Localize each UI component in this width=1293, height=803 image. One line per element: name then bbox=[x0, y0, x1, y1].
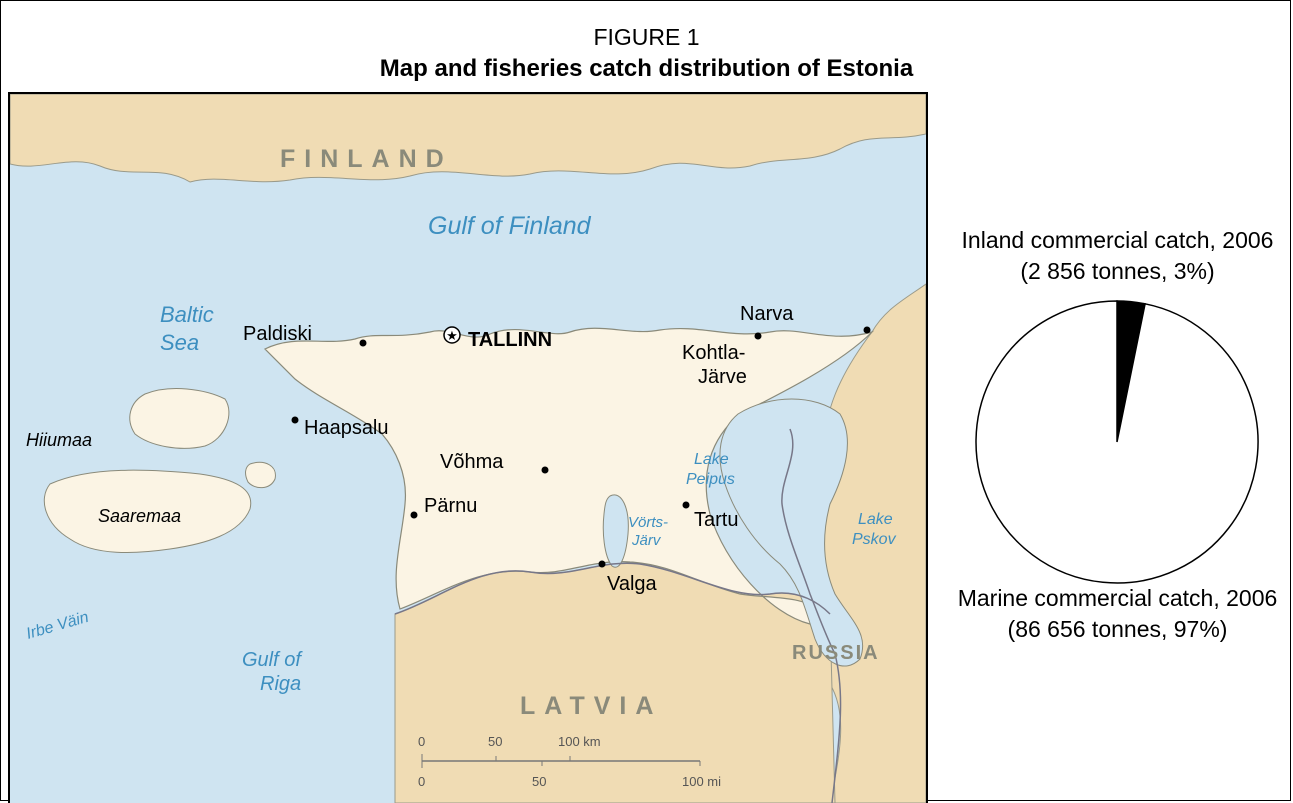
catch-pie-chart: Inland commercial catch, 2006 (2 856 ton… bbox=[945, 215, 1290, 715]
city-dot-narva bbox=[863, 326, 871, 334]
city-label-vohma: Võhma bbox=[440, 451, 504, 473]
pie-label-marine: Marine commercial catch, 2006 (86 656 to… bbox=[945, 583, 1290, 645]
scale-km-0: 0 bbox=[418, 734, 425, 749]
pie-label-marine-detail: (86 656 tonnes, 97%) bbox=[1007, 616, 1228, 642]
island-label-hiiumaa: Hiiumaa bbox=[26, 430, 92, 450]
water-label-lake-pskov-2: Pskov bbox=[852, 531, 897, 548]
pie-label-inland: Inland commercial catch, 2006 (2 856 ton… bbox=[945, 225, 1290, 287]
city-label-tartu: Tartu bbox=[694, 509, 738, 531]
estonia-mainland bbox=[263, 327, 875, 625]
vortsjarv-water bbox=[602, 494, 629, 568]
water-label-gulf-of-riga-1: Gulf of bbox=[242, 649, 303, 671]
city-dot-paldiski bbox=[359, 339, 367, 347]
city-label-kohtla-1: Kohtla- bbox=[682, 342, 745, 364]
city-dot-valga bbox=[598, 560, 606, 568]
muhu-island bbox=[245, 461, 276, 489]
hiiumaa-island bbox=[129, 388, 230, 449]
map-svg: FINLAND LATVIA RUSSIA Gulf of Finland Ba… bbox=[10, 94, 926, 803]
island-label-saaremaa: Saaremaa bbox=[98, 506, 181, 526]
capital-marker bbox=[443, 326, 461, 344]
city-label-haapsalu: Haapsalu bbox=[304, 417, 389, 439]
russia-border-line bbox=[781, 428, 842, 803]
pie-label-inland-name: Inland commercial catch, 2006 bbox=[961, 227, 1274, 253]
water-label-gulf-of-riga-2: Riga bbox=[260, 673, 301, 695]
capital-label-tallinn: TALLINN bbox=[468, 329, 552, 351]
capital-star-icon: ★ bbox=[446, 328, 458, 343]
water-label-vorts-2: Järv bbox=[631, 532, 662, 549]
water-label-vorts-1: Vörts- bbox=[628, 514, 668, 531]
city-dot-vohma bbox=[541, 466, 549, 474]
city-label-valga: Valga bbox=[607, 573, 658, 595]
city-label-kohtla-2: Järve bbox=[698, 366, 747, 388]
city-dot-kohtla-jarve bbox=[754, 332, 762, 340]
city-label-parnu: Pärnu bbox=[424, 495, 477, 517]
city-dot-tartu bbox=[682, 501, 690, 509]
scale-mi-50: 50 bbox=[532, 774, 546, 789]
water-label-baltic-1: Baltic bbox=[160, 302, 214, 327]
scale-km-50: 50 bbox=[488, 734, 502, 749]
water-label-lake-peipus-2: Peipus bbox=[686, 471, 735, 488]
pie-slice-marine bbox=[975, 300, 1259, 584]
pie-label-marine-name: Marine commercial catch, 2006 bbox=[957, 585, 1278, 611]
saaremaa-island bbox=[43, 469, 252, 553]
scale-km-100: 100 km bbox=[558, 734, 601, 749]
scale-mi-0: 0 bbox=[418, 774, 425, 789]
city-dot-parnu bbox=[410, 511, 418, 519]
lake-peipus-water bbox=[719, 398, 864, 667]
country-label-latvia: LATVIA bbox=[520, 692, 662, 720]
finland-land bbox=[10, 94, 926, 183]
country-label-russia: RUSSIA bbox=[792, 642, 880, 664]
city-dot-haapsalu bbox=[291, 416, 299, 424]
water-label-lake-peipus-1: Lake bbox=[694, 451, 729, 468]
pie-label-inland-detail: (2 856 tonnes, 3%) bbox=[1020, 258, 1215, 284]
city-label-paldiski: Paldiski bbox=[243, 323, 312, 345]
pie-svg bbox=[975, 300, 1259, 584]
water-label-baltic-2: Sea bbox=[160, 330, 199, 355]
figure-label: FIGURE 1 bbox=[593, 24, 700, 50]
figure-title: Map and fisheries catch distribution of … bbox=[379, 55, 914, 82]
water-label-gulf-of-finland: Gulf of Finland bbox=[428, 212, 592, 240]
country-label-finland: FINLAND bbox=[280, 145, 453, 173]
estonia-map: FINLAND LATVIA RUSSIA Gulf of Finland Ba… bbox=[8, 92, 928, 803]
water-label-lake-pskov-1: Lake bbox=[858, 511, 893, 528]
scale-mi-100: 100 mi bbox=[682, 774, 721, 789]
city-label-narva: Narva bbox=[740, 303, 794, 325]
latvia-border-line bbox=[394, 562, 831, 615]
